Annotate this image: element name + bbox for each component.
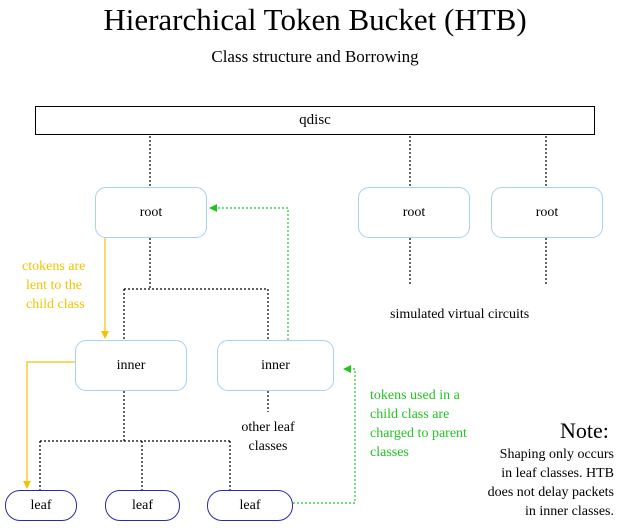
tokens-charged-annotation: tokens used in a child class are charged… bbox=[370, 388, 467, 460]
ctokens-annotation: ctokens are lent to the child class bbox=[22, 259, 86, 312]
charge-arrow-inner-to-root bbox=[209, 204, 289, 340]
other-leaf-classes-label: other leaf classes bbox=[241, 420, 295, 454]
inner-node-right: inner bbox=[217, 340, 334, 391]
charge-arrow-leaf-to-inner bbox=[293, 365, 356, 504]
root-node-main: root bbox=[95, 187, 207, 238]
inner-node-left: inner bbox=[75, 340, 187, 391]
leaf-node-3: leaf bbox=[207, 490, 293, 521]
simulated-virtual-circuits-label: simulated virtual circuits bbox=[390, 307, 530, 322]
leaf-node-1: leaf bbox=[5, 490, 77, 521]
note-heading: Note: bbox=[560, 418, 609, 443]
root-node-virtual-1: root bbox=[358, 187, 470, 238]
note-text: Shaping only occurs in leaf classes. HTB… bbox=[487, 447, 614, 519]
qdisc-box: qdisc bbox=[35, 106, 595, 135]
ctokens-arrow-inner-to-leaf bbox=[23, 361, 75, 489]
root-node-virtual-2: root bbox=[491, 187, 603, 238]
page-title: Hierarchical Token Bucket (HTB) bbox=[103, 2, 527, 37]
leaf-node-2: leaf bbox=[105, 490, 180, 521]
page-subtitle: Class structure and Borrowing bbox=[211, 47, 419, 66]
